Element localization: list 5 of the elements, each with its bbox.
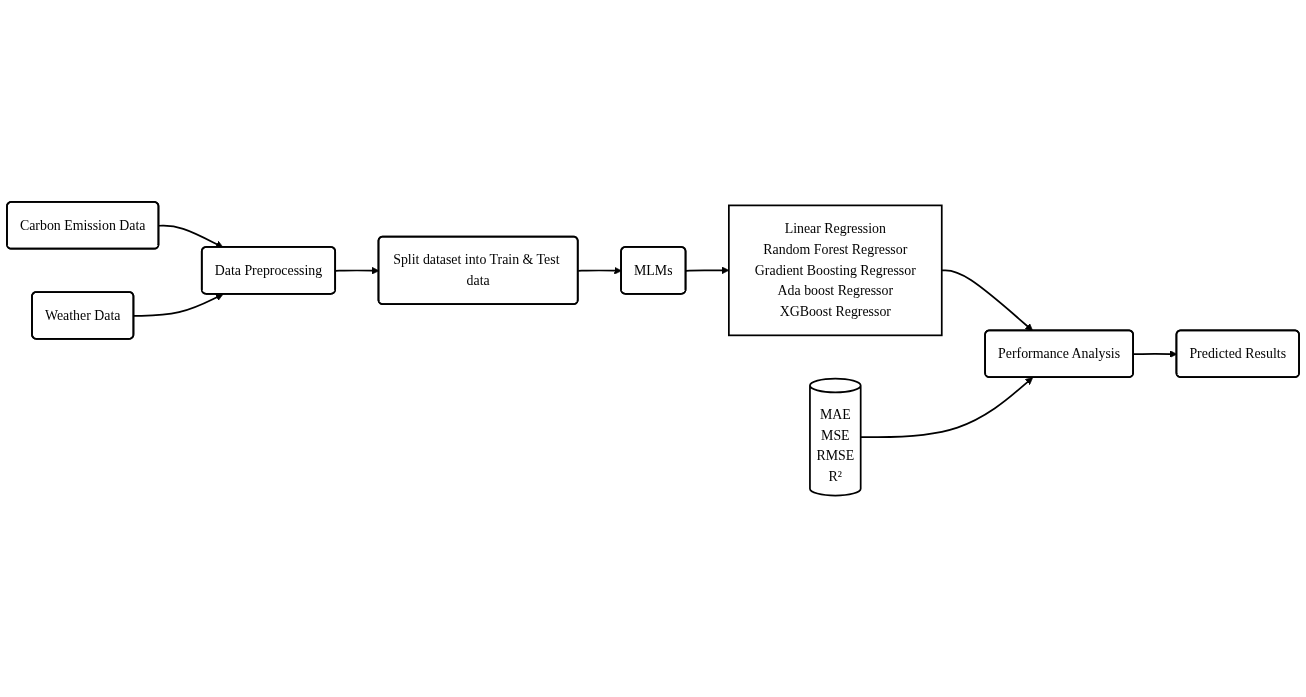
arrow <box>133 293 224 317</box>
arrow <box>859 376 1034 438</box>
arrow <box>158 224 224 248</box>
node-box: Linear Regression Random Forest Regressor Gradient Boosting Regressor Ada boost Regressor XGBoost Regressor <box>728 204 943 336</box>
arrow <box>577 266 622 275</box>
